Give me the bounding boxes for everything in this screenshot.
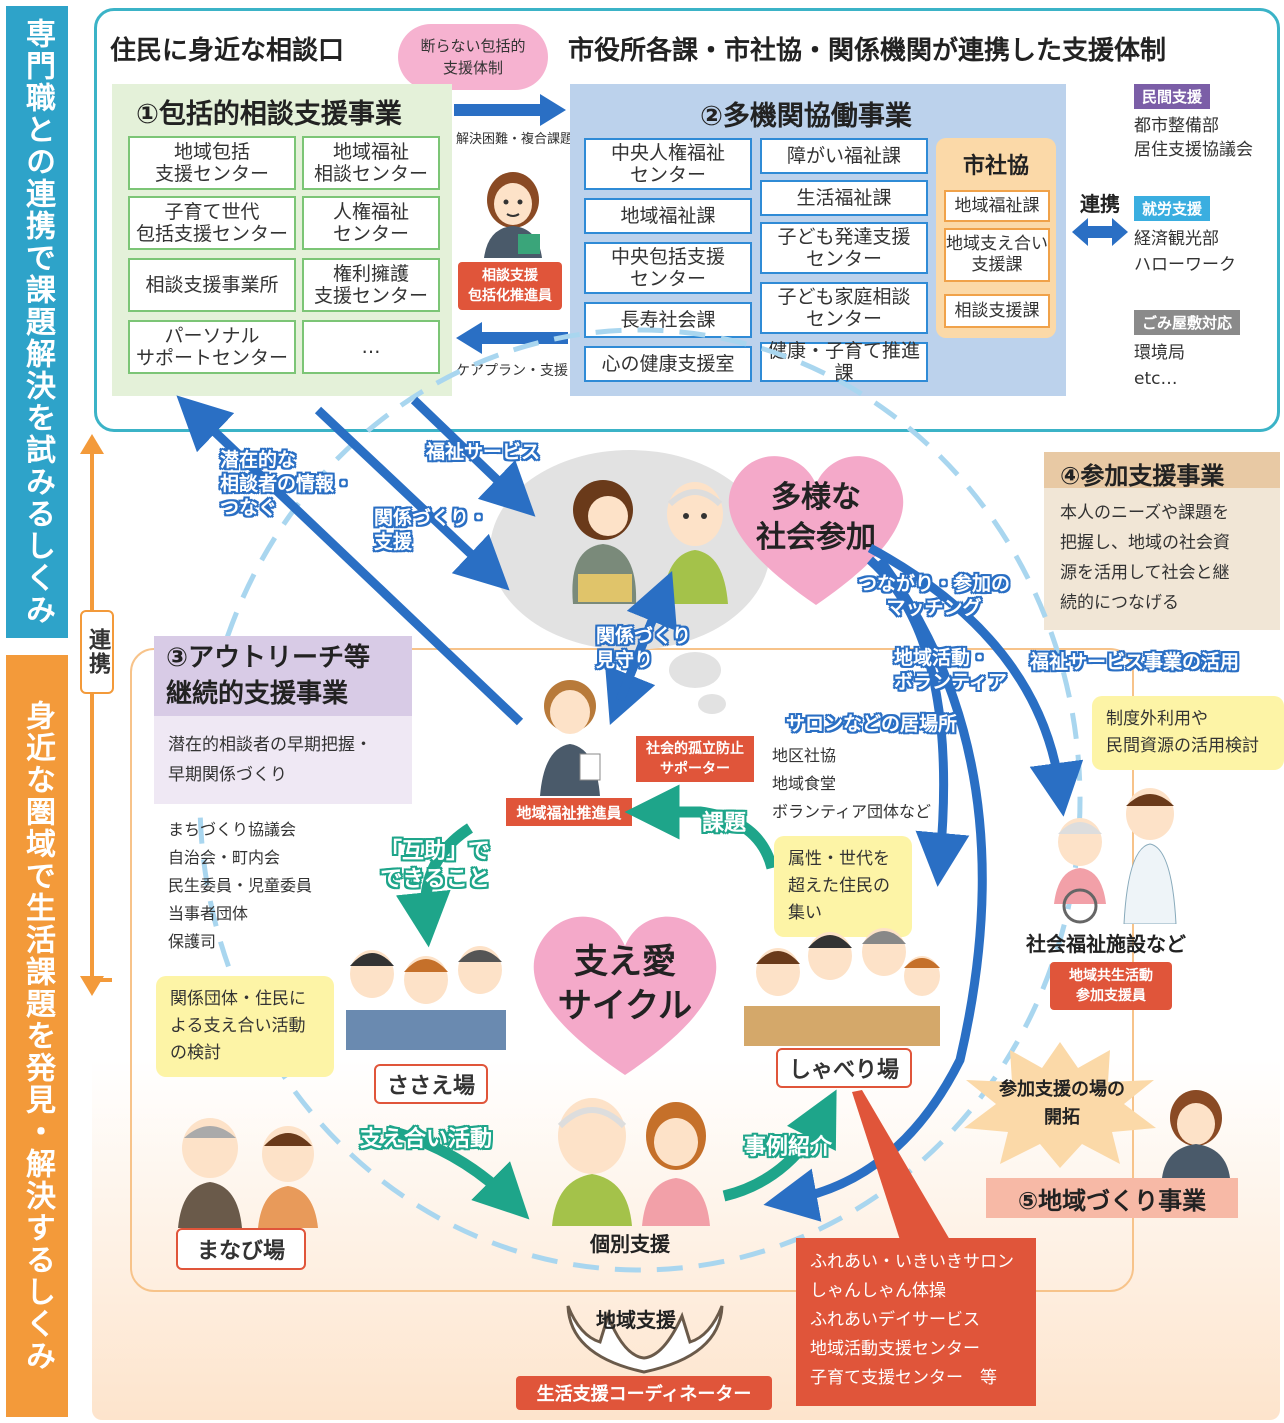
middle-arrows [454,94,568,354]
red-list-pointer [852,1090,950,1240]
chat-group-icon [744,928,940,1046]
shakyo-title: 市社協 [962,154,1029,179]
link-double-arrow [80,434,112,996]
mutual-help-arrow-label: 「互助」で できること [380,839,491,892]
employment-support-tag: 就労支援 [1134,196,1211,221]
burst-text: 参加支援の場の 開拓 [999,1079,1125,1128]
program4-body: 本人のニーズや課題を 把握し、地域の社会資 源を活用して社会と継 続的につなげる [1060,503,1230,613]
heading-right: 市役所各課・市社協・関係機関が連携した支援体制 [568,36,1167,66]
private-support-tag: 民間支援 [1134,84,1211,109]
welfare-service-arrow-label: 福祉サービス [426,441,541,463]
troubled-woman-icon [572,480,637,604]
coordinator-person-icon [484,172,542,258]
welfare-facility-icon [1054,788,1177,924]
diverse-participation-text: 多様な 社会参加 [756,480,876,555]
program3-body-panel [154,716,412,804]
individual-support-icon [552,1098,710,1226]
supporting-hands-icon [566,1305,724,1374]
case-intro-arrow-label: 事例紹介 [744,1135,833,1160]
learning-group-icon [178,1118,318,1228]
community-participation-tag: 地域共生活動 参加支援員 [1050,962,1172,1010]
diverse-participation-heart [728,456,904,605]
program1-title: ①包括的相談支援事業 [136,99,402,130]
program1-cell: 地域包括 支援センター [128,136,296,190]
sidebar-bottom-label: 身近な圏域で生活課題を発見・解決するしくみ [6,655,68,1417]
pointing-woman-icon [1162,1090,1230,1178]
employment-support-items: 経済観光部 ハローワーク [1134,229,1236,275]
program4-title: ④参加支援事業 [1060,462,1225,490]
program1-cell: 子育て世代 包括支援センター [128,196,296,250]
extra-resource-note: 制度外利用や 民間資源の活用検討 [1092,696,1284,770]
welfare-facility-label: 社会福祉施設など [1026,932,1186,956]
careplan-label: ケアプラン・支援 [456,363,568,379]
support-cycle-text: 支え愛 サイクル [557,942,693,1026]
heading-left: 住民に身近な相談口 [110,36,345,66]
volunteer-arrow-label: 地域活動・ ボランティア [894,647,1007,693]
program2-col1-cell: 中央包括支援 センター [584,242,752,294]
issue-arrow-label: 課題 [702,811,747,836]
program5-title: ⑤地域づくり事業 [986,1178,1238,1218]
program2-col1-cell: 地域福祉課 [584,198,752,234]
welfare-promoter-tag: 地域福祉推進員 [506,798,632,826]
program2-col1-cell: 中央人権福祉 センター [584,138,752,190]
isolation-prevention-tag: 社会的孤立防止 サポーター [636,736,754,782]
salon-arrow-label: サロンなどの居場所 [786,713,958,735]
support-cycle-heart [533,916,717,1075]
speech-bubble: 断らない包括的 支援体制 [398,24,548,90]
manabi-ba-label: まなび場 [176,1228,306,1270]
potential-info-arrow-label: 潜在的な 相談者の情報・ つなぐ [220,449,354,519]
support-activity-arrow-label: 支え合い活動 [360,1127,493,1152]
red-activities-list: ふれあい・いきいきサロン しゃんしゃん体操 ふれあいデイサービス 地域活動支援セ… [796,1238,1036,1406]
burst-shape [964,1042,1156,1168]
life-support-coordinator-tag: 生活支援コーディネーター [516,1376,772,1410]
sasae-ba-label: ささえ場 [374,1064,488,1104]
program3-body: 潜在的相談者の早期把握・ 早期関係づくり [168,735,372,785]
shakyo-cell: 地域支え合い 支援課 [944,228,1050,282]
shakyo-cell: 地域福祉課 [944,190,1050,222]
link-label: 連携 [80,610,114,694]
relations-support-arrow-label: 関係づくり・ 支援 [374,507,489,553]
program3-title: ③アウトリーチ等 継続的支援事業 [166,643,371,709]
individual-support-label: 個別支援 [590,1232,670,1256]
welfare-promoter-icon [540,680,601,796]
program3-title-panel [154,636,412,716]
shakyo-cell: 相談支援課 [944,294,1050,328]
program1-cell: … [302,320,440,374]
community-groups-list: まちづくり協議会 自治会・町内会 民生委員・児童委員 当事者団体 保護司 [168,820,313,951]
shaberi-ba-label: しゃべり場 [776,1048,912,1088]
inclusive-coordinator-tag: 相談支援 包括化推進員 [458,262,562,310]
private-support-items: 都市整備部 居住支援協議会 [1134,116,1253,160]
sidebar-top-label: 専門職との連携で課題解決を試みるしくみ [6,6,68,638]
right-link-arrow [1072,218,1128,246]
program4-title-bar [1044,452,1280,488]
program1-cell: 権利擁護 支援センター [302,258,440,312]
groups-note: 関係団体・住民に よる支え合い活動 の検討 [156,976,334,1077]
community-support-label: 地域支援 [596,1308,676,1332]
meeting-group-icon [346,946,506,1050]
right-link-label: 連携 [1080,192,1120,216]
program1-cell: 地域福祉 相談センター [302,136,440,190]
program2-col2-cell: 子ども発達支援 センター [760,222,928,274]
difficult-issues-label: 解決困難・複合課題 [456,132,574,147]
program2-col2-cell: 子ども家庭相談 センター [760,282,928,334]
garbage-house-tag: ごみ屋敷対応 [1134,310,1241,335]
salon-list: 地区社協 地域食堂 ボランティア団体など [772,746,932,821]
program1-cell: 人権福祉 センター [302,196,440,250]
program2-col2-cell: 生活福祉課 [760,180,928,216]
gathering-note: 属性・世代を 超えた住民の 集い [774,836,912,937]
program2-title: ②多機関協働事業 [700,101,912,132]
matching-arrow-label: つながり・参加の マッチング [858,573,1011,619]
program1-cell: 相談支援事業所 [128,258,296,312]
program1-cell: パーソナル サポートセンター [128,320,296,374]
relations-watch-arrow-label: 関係づくり 見守り [596,625,692,671]
program2-col1-cell: 心の健康支援室 [584,346,752,382]
welfare-service-use-arrow-label: 福祉サービス事業の活用 [1030,651,1240,673]
garbage-house-items: 環境局 etc… [1134,343,1185,389]
program2-col2-cell: 障がい福祉課 [760,138,928,174]
elderly-man-icon [662,482,728,604]
